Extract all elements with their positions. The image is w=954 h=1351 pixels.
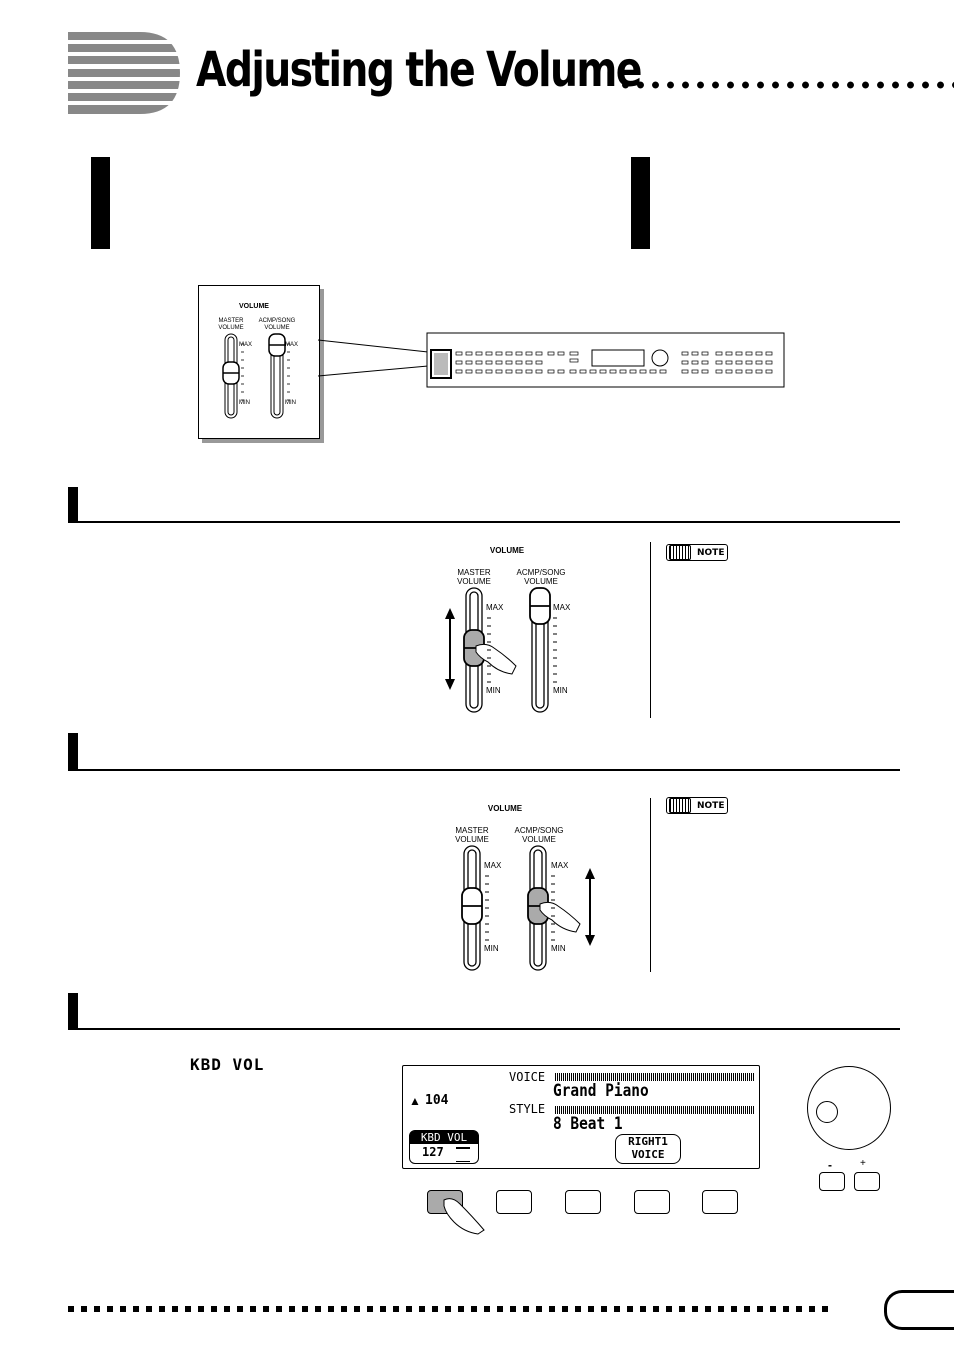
right1-voice-line1: RIGHT1 bbox=[628, 1135, 668, 1148]
title-leader-dots bbox=[618, 78, 954, 92]
note-icon bbox=[669, 798, 691, 813]
fig2-heading: VOLUME bbox=[487, 804, 523, 813]
style-label: STYLE bbox=[509, 1102, 546, 1116]
right1-voice-menu[interactable]: RIGHT1 VOICE bbox=[615, 1134, 681, 1164]
fig2-acmp-max: MAX bbox=[551, 861, 569, 870]
fig2-acmp-min: MIN bbox=[551, 944, 566, 953]
lcd-button-5[interactable] bbox=[702, 1190, 738, 1214]
value-bar-icon bbox=[456, 1147, 470, 1162]
inset-sliders bbox=[222, 333, 290, 419]
section-1-marker bbox=[68, 487, 78, 523]
section-3-rule bbox=[68, 1028, 900, 1030]
kbd-vol-label: KBD VOL bbox=[190, 1055, 265, 1074]
fig2-divider bbox=[650, 798, 651, 972]
metronome-icon: ▲ bbox=[409, 1094, 421, 1108]
fig1-acmp-label: ACMP/SONG VOLUME bbox=[516, 568, 566, 586]
tempo-value: 104 bbox=[425, 1093, 449, 1108]
page-number-tab bbox=[884, 1290, 954, 1330]
fig2-master-max: MAX bbox=[484, 861, 502, 870]
column-bar-right bbox=[631, 157, 650, 249]
fig1-acmp-max: MAX bbox=[553, 603, 571, 612]
note-badge-1: NOTE bbox=[666, 544, 728, 561]
dec-button[interactable] bbox=[819, 1172, 845, 1191]
fig1-master-max: MAX bbox=[486, 603, 504, 612]
style-pattern-bar bbox=[555, 1106, 755, 1114]
voice-name: Grand Piano bbox=[553, 1081, 649, 1101]
fig2-sliders bbox=[461, 845, 595, 971]
inc-button-label: + bbox=[860, 1158, 866, 1169]
style-name: 8 Beat 1 bbox=[553, 1114, 623, 1134]
lcd-button-2[interactable] bbox=[496, 1190, 532, 1214]
kbd-vol-value: 127 bbox=[422, 1145, 444, 1159]
dial-grip bbox=[816, 1101, 838, 1123]
note-label: NOTE bbox=[697, 547, 725, 558]
footer-dots bbox=[68, 1304, 828, 1314]
fig2-master-min: MIN bbox=[484, 944, 499, 953]
page-title: Adjusting the Volume bbox=[196, 42, 642, 98]
volume-panel-inset: VOLUME MASTER VOLUME ACMP/SONG VOLUME MA… bbox=[198, 285, 320, 439]
inset-master-max: MAX bbox=[239, 342, 253, 348]
lcd-button-3[interactable] bbox=[565, 1190, 601, 1214]
kbd-vol-menu-title: KBD VOL bbox=[410, 1131, 478, 1144]
data-dial[interactable] bbox=[807, 1066, 891, 1150]
fig1-divider bbox=[650, 542, 651, 718]
fig1-master-label: MASTER VOLUME bbox=[457, 568, 491, 586]
lcd-display: ▲ 104 VOICE Grand Piano STYLE 8 Beat 1 K… bbox=[402, 1065, 760, 1169]
fig1-sliders bbox=[445, 587, 557, 713]
inset-acmp-min: MIN bbox=[285, 400, 296, 406]
inc-button[interactable] bbox=[854, 1172, 880, 1191]
header-stripes-graphic bbox=[68, 32, 180, 114]
fig1-acmp-min: MIN bbox=[553, 686, 568, 695]
inset-acmp-max: MAX bbox=[285, 342, 299, 348]
section-2-rule bbox=[68, 769, 900, 771]
dec-button-label: - bbox=[828, 1158, 832, 1172]
column-bar-left bbox=[91, 157, 110, 249]
voice-pattern-bar bbox=[555, 1073, 755, 1081]
section-3-marker bbox=[68, 993, 78, 1029]
fig1-master-min: MIN bbox=[486, 686, 501, 695]
kbd-vol-menu[interactable]: KBD VOL 127 bbox=[409, 1130, 479, 1164]
note-badge-2: NOTE bbox=[666, 797, 728, 814]
inset-heading: VOLUME bbox=[239, 303, 269, 310]
lcd-button-4[interactable] bbox=[634, 1190, 670, 1214]
section-2-marker bbox=[68, 733, 78, 769]
fig1-heading: VOLUME bbox=[489, 546, 525, 555]
right1-voice-line2: VOICE bbox=[631, 1148, 665, 1161]
note-icon bbox=[669, 545, 691, 560]
inset-acmp-label: ACMP/SONG VOLUME bbox=[258, 318, 296, 331]
note-label: NOTE bbox=[697, 800, 725, 811]
fig2-acmp-label: ACMP/SONG VOLUME bbox=[514, 826, 564, 844]
voice-label: VOICE bbox=[509, 1070, 546, 1084]
instrument-panel-drawing bbox=[317, 332, 785, 388]
inset-master-label: MASTER VOLUME bbox=[218, 318, 244, 331]
fig2-master-label: MASTER VOLUME bbox=[455, 826, 489, 844]
section-1-rule bbox=[68, 521, 900, 523]
pressing-hand-icon bbox=[443, 1198, 485, 1235]
inset-master-min: MIN bbox=[239, 400, 250, 406]
